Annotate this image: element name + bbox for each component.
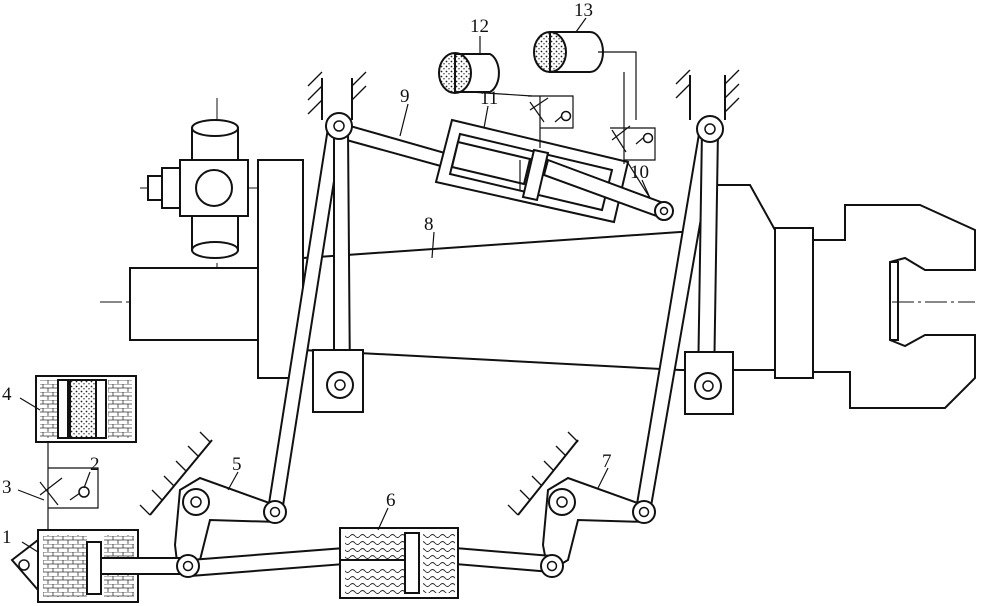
label-3: 3 [2, 477, 12, 498]
accumulator-12 [438, 52, 500, 94]
pin-top-right [696, 115, 724, 143]
label-12: 12 [470, 16, 489, 37]
hydraulic-lines-top [469, 51, 656, 164]
valve-2-3 [39, 442, 99, 530]
label-5: 5 [232, 454, 242, 475]
label-1: 1 [2, 527, 12, 548]
accumulator-4 [35, 375, 137, 443]
cylinder-11 [434, 118, 668, 224]
pin-crank-5-pivot [182, 488, 210, 516]
label-13: 13 [574, 0, 593, 21]
left-tool-head [140, 98, 265, 280]
pin-cylinder-end [654, 201, 674, 221]
drive-cylinder-1 [10, 529, 191, 603]
label-11: 11 [480, 88, 498, 109]
pin-crank-7-pivot [548, 488, 576, 516]
label-10: 10 [630, 162, 649, 183]
cylinder-6 [339, 527, 459, 599]
label-2: 2 [90, 454, 100, 475]
label-6: 6 [386, 490, 396, 511]
link-10 [627, 162, 651, 199]
label-7: 7 [602, 451, 612, 472]
right-top-support [675, 69, 740, 120]
bell-crank-7 [507, 431, 648, 574]
pin-crank-5-arm [263, 500, 287, 524]
accumulator-13 [533, 31, 604, 73]
pin-lower-right [694, 372, 722, 400]
label-9: 9 [400, 86, 410, 107]
pin-crank-5-bottom [176, 554, 200, 578]
pin-lower-left [326, 371, 354, 399]
label-8: 8 [424, 214, 434, 235]
pin-top-left [325, 112, 353, 140]
leader-lines [17, 17, 651, 553]
pin-crank-7-arm [632, 500, 656, 524]
left-top-support [307, 71, 367, 120]
pin-crank-7-bottom [540, 554, 564, 578]
label-4: 4 [2, 384, 12, 405]
